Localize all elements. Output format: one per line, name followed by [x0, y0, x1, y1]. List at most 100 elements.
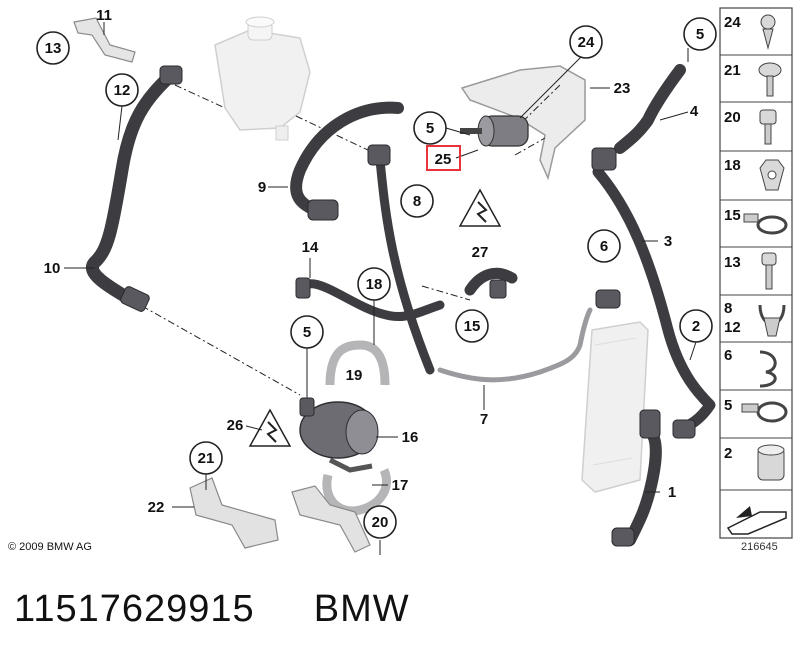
svg-text:19: 19	[346, 367, 363, 384]
svg-text:2: 2	[692, 318, 700, 335]
svg-text:6: 6	[600, 238, 608, 255]
callout-11: 11	[96, 7, 112, 24]
side-item-18: 18	[724, 157, 785, 191]
svg-text:20: 20	[724, 109, 741, 126]
svg-text:9: 9	[258, 179, 266, 196]
electric-water-pump-upper	[460, 115, 529, 147]
callout-4: 4	[690, 103, 699, 120]
svg-text:27: 27	[472, 244, 489, 261]
clamp-bands	[322, 340, 391, 516]
callout-18: 18	[357, 267, 391, 301]
electric-water-pump-lower	[299, 397, 379, 473]
callout-25: 25	[435, 151, 452, 168]
side-item-shim	[726, 506, 787, 535]
side-item-8-12: 8 12	[724, 300, 786, 337]
svg-text:26: 26	[227, 417, 244, 434]
callout-8: 8	[400, 184, 434, 218]
callout-12: 12	[105, 73, 139, 107]
svg-text:5: 5	[696, 26, 704, 43]
connector-icon	[757, 444, 785, 481]
callout-15: 15	[455, 309, 489, 343]
hose-clamp-icon	[743, 213, 788, 235]
svg-text:17: 17	[392, 477, 409, 494]
svg-text:11: 11	[96, 7, 112, 24]
svg-text:23: 23	[614, 80, 631, 97]
callout-5-upper: 5	[413, 111, 447, 145]
callout-21: 21	[189, 441, 223, 475]
callout-23: 23	[614, 80, 631, 97]
svg-text:7: 7	[480, 411, 488, 428]
svg-text:1: 1	[668, 484, 676, 501]
svg-text:24: 24	[724, 14, 741, 31]
side-item-15: 15	[724, 207, 788, 235]
pipe-7	[437, 307, 593, 383]
svg-text:5: 5	[724, 397, 732, 414]
callout-17: 17	[392, 477, 409, 494]
callout-13: 13	[36, 31, 70, 65]
callout-leaders	[64, 22, 697, 555]
callouts: 13 11 12 10 9 5 25 24 23 8 27 5 4 6 3 14…	[36, 7, 717, 539]
svg-text:13: 13	[724, 254, 741, 271]
callout-20: 20	[363, 505, 397, 539]
spring-clip-icon	[758, 304, 786, 337]
side-parts-panel: 24 21 20 18 15 13 8 12 6	[719, 7, 793, 539]
bolt-icon	[761, 252, 777, 290]
svg-text:5: 5	[426, 120, 434, 137]
mount-brackets	[189, 477, 371, 553]
auxiliary-radiator	[581, 321, 649, 493]
highlight-box	[426, 145, 461, 171]
svg-text:24: 24	[578, 34, 595, 51]
svg-text:22: 22	[148, 499, 165, 516]
hose-clamp-icon	[741, 401, 788, 423]
screw-icon	[760, 14, 776, 50]
svg-text:18: 18	[366, 276, 383, 293]
svg-text:6: 6	[724, 347, 732, 364]
side-item-5: 5	[724, 397, 788, 423]
svg-text:10: 10	[44, 260, 61, 277]
warning-triangles	[248, 188, 502, 447]
couplings	[120, 65, 696, 547]
side-item-6: 6	[724, 347, 777, 388]
bolt-icon	[759, 109, 777, 145]
svg-text:8: 8	[413, 193, 421, 210]
callout-16: 16	[402, 429, 419, 446]
svg-text:21: 21	[724, 62, 741, 79]
callout-2: 2	[679, 309, 713, 343]
callout-27: 27	[472, 244, 489, 261]
svg-text:25: 25	[435, 151, 452, 168]
callout-14: 14	[302, 239, 319, 256]
callout-7: 7	[480, 411, 488, 428]
callout-9: 9	[258, 179, 266, 196]
callout-22: 22	[148, 499, 165, 516]
svg-text:8: 8	[724, 300, 732, 317]
callout-24: 24	[569, 25, 603, 59]
bracket-11	[73, 17, 136, 63]
shim-arrow-icon	[726, 506, 787, 535]
callout-19: 19	[346, 367, 363, 384]
svg-text:12: 12	[114, 82, 131, 99]
part-number-line: 11517629915 BMW	[14, 588, 410, 631]
callout-5-lower: 5	[290, 315, 324, 349]
callout-3: 3	[664, 233, 672, 250]
clip-icon	[759, 350, 777, 388]
part-number: 11517629915	[14, 588, 255, 630]
svg-text:18: 18	[724, 157, 741, 174]
svg-text:2: 2	[724, 445, 732, 462]
callout-6: 6	[587, 229, 621, 263]
side-item-24: 24	[724, 14, 776, 50]
side-item-13: 13	[724, 252, 777, 290]
callout-26: 26	[227, 417, 244, 434]
rivet-icon	[758, 62, 782, 97]
svg-text:20: 20	[372, 514, 389, 531]
callout-1: 1	[668, 484, 676, 501]
svg-text:4: 4	[690, 103, 699, 120]
svg-text:15: 15	[724, 207, 741, 224]
svg-text:12: 12	[724, 319, 741, 336]
side-item-2: 2	[724, 444, 785, 481]
reference-number: 216645	[741, 541, 778, 553]
nut-icon	[759, 159, 785, 191]
callout-5-right: 5	[683, 17, 717, 51]
side-item-21: 21	[724, 62, 782, 97]
callout-10: 10	[44, 260, 61, 277]
